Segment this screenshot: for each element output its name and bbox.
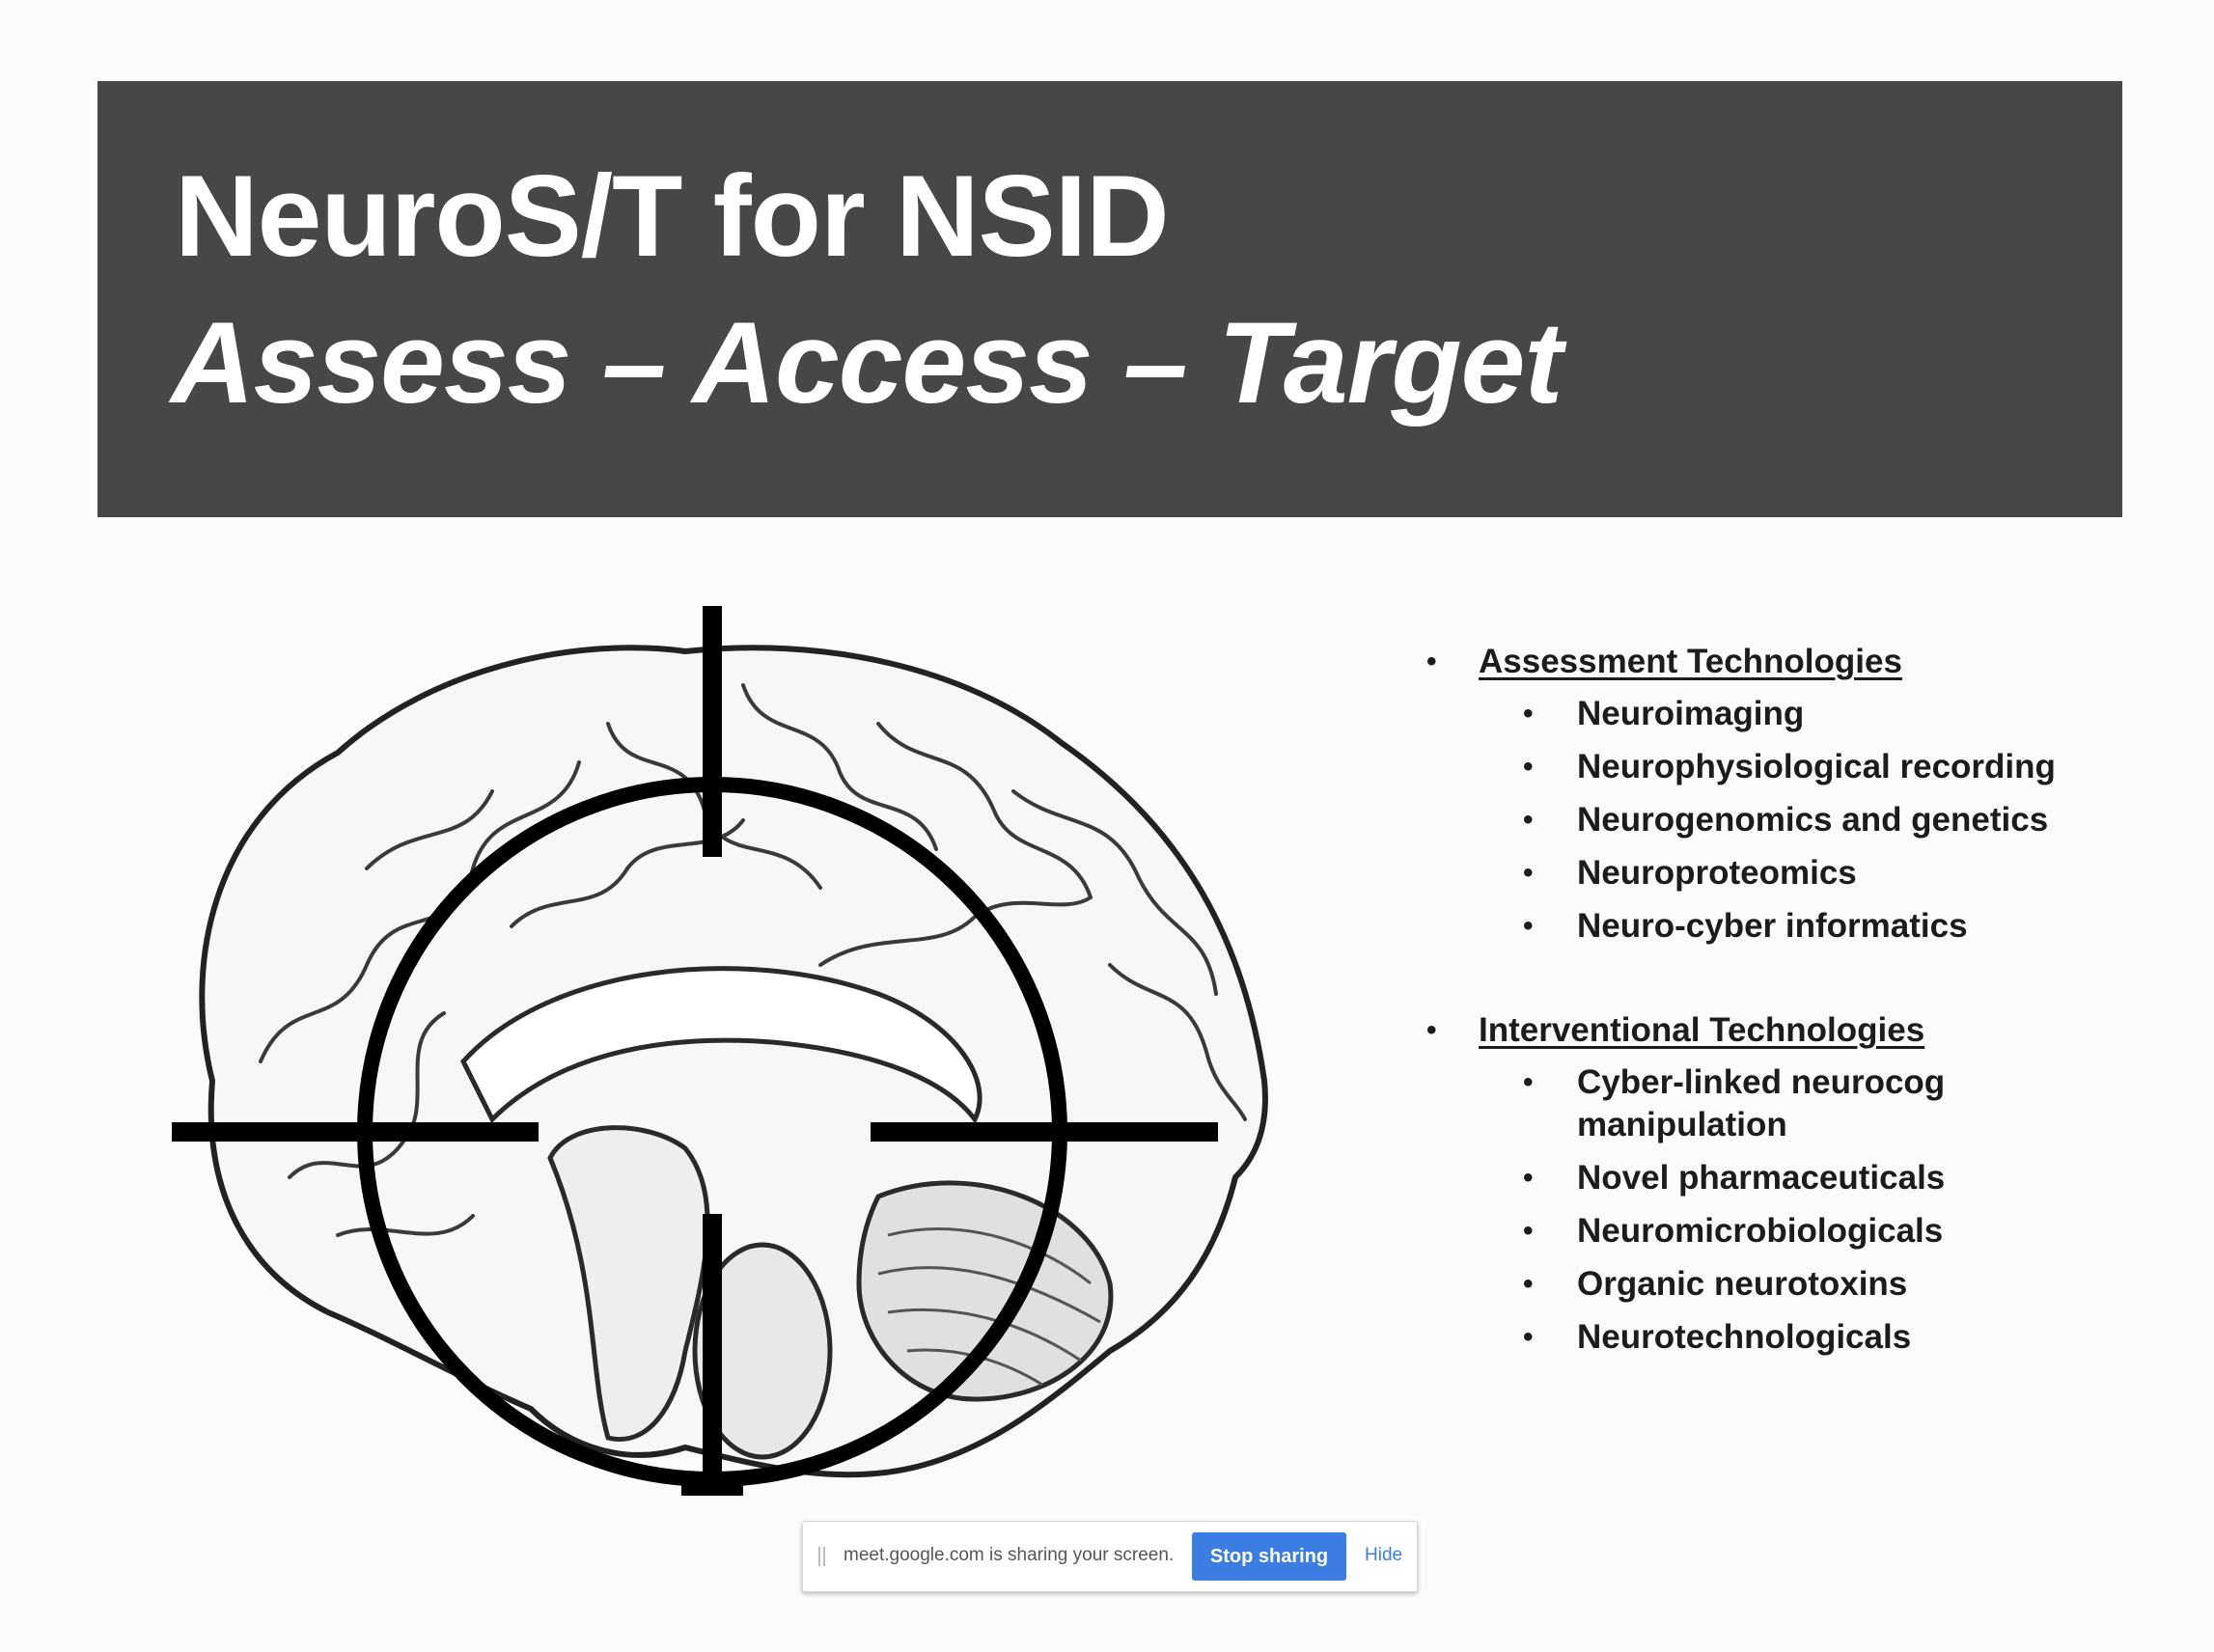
list-item: •Neurogenomics and genetics bbox=[1523, 801, 2049, 839]
crosshair-icon bbox=[172, 606, 1218, 1496]
sharing-message: meet.google.com is sharing your screen. bbox=[844, 1545, 1175, 1565]
slide-subtitle: Assess – Access – Target bbox=[171, 298, 1563, 427]
list-item: •Neuroimaging bbox=[1523, 695, 1805, 732]
bullet-list: • Assessment Technologies •Neuroimaging … bbox=[1419, 641, 2094, 1420]
group-heading: Interventional Technologies bbox=[1479, 1011, 1925, 1049]
bullet-group-assessment: • Assessment Technologies •Neuroimaging … bbox=[1419, 641, 2094, 948]
cerebellum-lines bbox=[877, 1227, 1101, 1387]
drag-handle-icon[interactable] bbox=[818, 1547, 826, 1566]
slide-title: NeuroS/T for NSID bbox=[175, 151, 1170, 281]
title-bar: NeuroS/T for NSID Assess – Access – Targ… bbox=[97, 81, 2122, 517]
group-heading: Assessment Technologies bbox=[1479, 643, 1902, 680]
list-item: •Neurophysiological recording bbox=[1523, 748, 2056, 785]
list-item: •Novel pharmaceuticals bbox=[1523, 1159, 1946, 1197]
list-item: •Cyber-linked neurocog manipulation bbox=[1523, 1063, 1946, 1143]
screen-share-bar: meet.google.com is sharing your screen. … bbox=[802, 1521, 1418, 1592]
list-item: •Neuromicrobiologicals bbox=[1523, 1212, 1944, 1250]
brain-crosshair-icon bbox=[172, 606, 1268, 1496]
list-item: •Organic neurotoxins bbox=[1523, 1265, 1908, 1303]
list-item: •Neuro-cyber informatics bbox=[1523, 907, 1968, 945]
list-item: •Neuroproteomics bbox=[1523, 854, 1857, 892]
bullet-dot: • bbox=[1426, 1014, 1437, 1046]
bullet-dot: • bbox=[1426, 646, 1437, 677]
bullet-group-interventional: • Interventional Technologies •Cyber-lin… bbox=[1419, 1009, 2094, 1359]
hide-button[interactable]: Hide bbox=[1365, 1545, 1403, 1565]
stop-sharing-button[interactable]: Stop sharing bbox=[1192, 1532, 1346, 1581]
list-item: •Neurotechnologicals bbox=[1523, 1318, 1912, 1356]
